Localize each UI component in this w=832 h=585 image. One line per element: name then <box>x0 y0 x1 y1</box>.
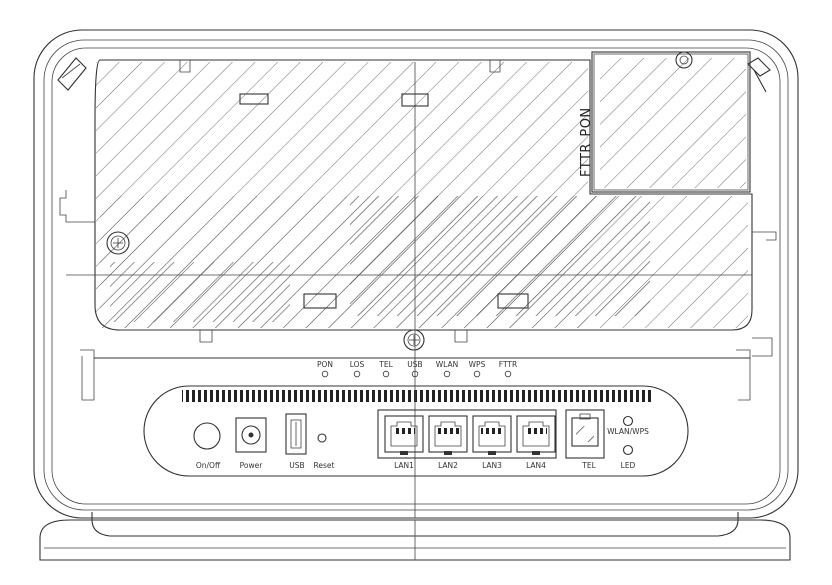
tel-label: TEL <box>581 461 596 470</box>
indicator-label-tel: TEL <box>378 360 393 369</box>
indicator-label-usb: USB <box>407 360 422 369</box>
screw-left <box>106 231 130 255</box>
housing <box>33 29 799 519</box>
label-fttr: FTTR <box>579 143 594 177</box>
clip-left-lower <box>80 349 95 401</box>
reset-label: Reset <box>314 461 335 470</box>
lan3-label: LAN3 <box>482 461 502 470</box>
lan2-label: LAN2 <box>438 461 458 470</box>
lan4-label: LAN4 <box>526 461 546 470</box>
indicator-label-fttr: FTTR <box>499 360 517 369</box>
indicator-led-fttr <box>504 370 512 378</box>
hinge-right <box>747 57 771 93</box>
port-bay <box>94 357 750 477</box>
hinge-left <box>57 57 87 91</box>
screw-center <box>403 329 425 351</box>
power-port[interactable]: Power <box>235 417 267 470</box>
led-button[interactable]: LED <box>621 444 636 471</box>
label-pon: PON <box>579 107 594 136</box>
clip-right <box>752 231 777 241</box>
indicator-label-pon: PON <box>317 360 333 369</box>
indicator-led-tel <box>382 370 390 378</box>
stand <box>39 512 791 561</box>
indicator-led-usb <box>411 370 419 378</box>
led-label: LED <box>621 461 636 470</box>
cover-panel <box>59 59 753 343</box>
lan-port-4[interactable]: LAN4 <box>516 415 556 470</box>
indicator-row: PON LOS TEL USB WLAN WPS FTTR <box>317 360 517 378</box>
wlan-wps-button[interactable]: WLAN/WPS <box>607 415 649 437</box>
usb-port[interactable]: USB <box>285 413 307 470</box>
indicator-led-los <box>353 370 361 378</box>
lan-port-3[interactable]: LAN3 <box>472 415 512 470</box>
wlan-wps-label: WLAN/WPS <box>607 427 649 436</box>
indicator-led-wlan <box>443 370 451 378</box>
power-label: Power <box>240 461 264 470</box>
usb-label: USB <box>289 461 304 470</box>
fiber-panel <box>591 51 751 193</box>
screw-top-right <box>675 51 693 69</box>
reset-button[interactable]: Reset <box>314 433 335 470</box>
clip-right-lower <box>752 337 773 357</box>
indicator-label-los: LOS <box>350 360 365 369</box>
indicator-led-pon <box>321 370 329 378</box>
indicator-label-wps: WPS <box>469 360 486 369</box>
lan-port-2[interactable]: LAN2 <box>428 415 468 470</box>
lan1-label: LAN1 <box>394 461 414 470</box>
lan-ports: LAN1 LAN2 LAN3 LAN4 <box>377 409 557 470</box>
onoff-button[interactable]: On/Off <box>193 422 221 470</box>
onoff-label: On/Off <box>196 461 221 470</box>
tel-port[interactable]: TEL <box>565 409 605 470</box>
indicator-label-wlan: WLAN <box>436 360 459 369</box>
indicator-led-wps <box>473 370 481 378</box>
clip-right-lower-2 <box>736 349 751 401</box>
lan-port-1[interactable]: LAN1 <box>384 415 424 470</box>
